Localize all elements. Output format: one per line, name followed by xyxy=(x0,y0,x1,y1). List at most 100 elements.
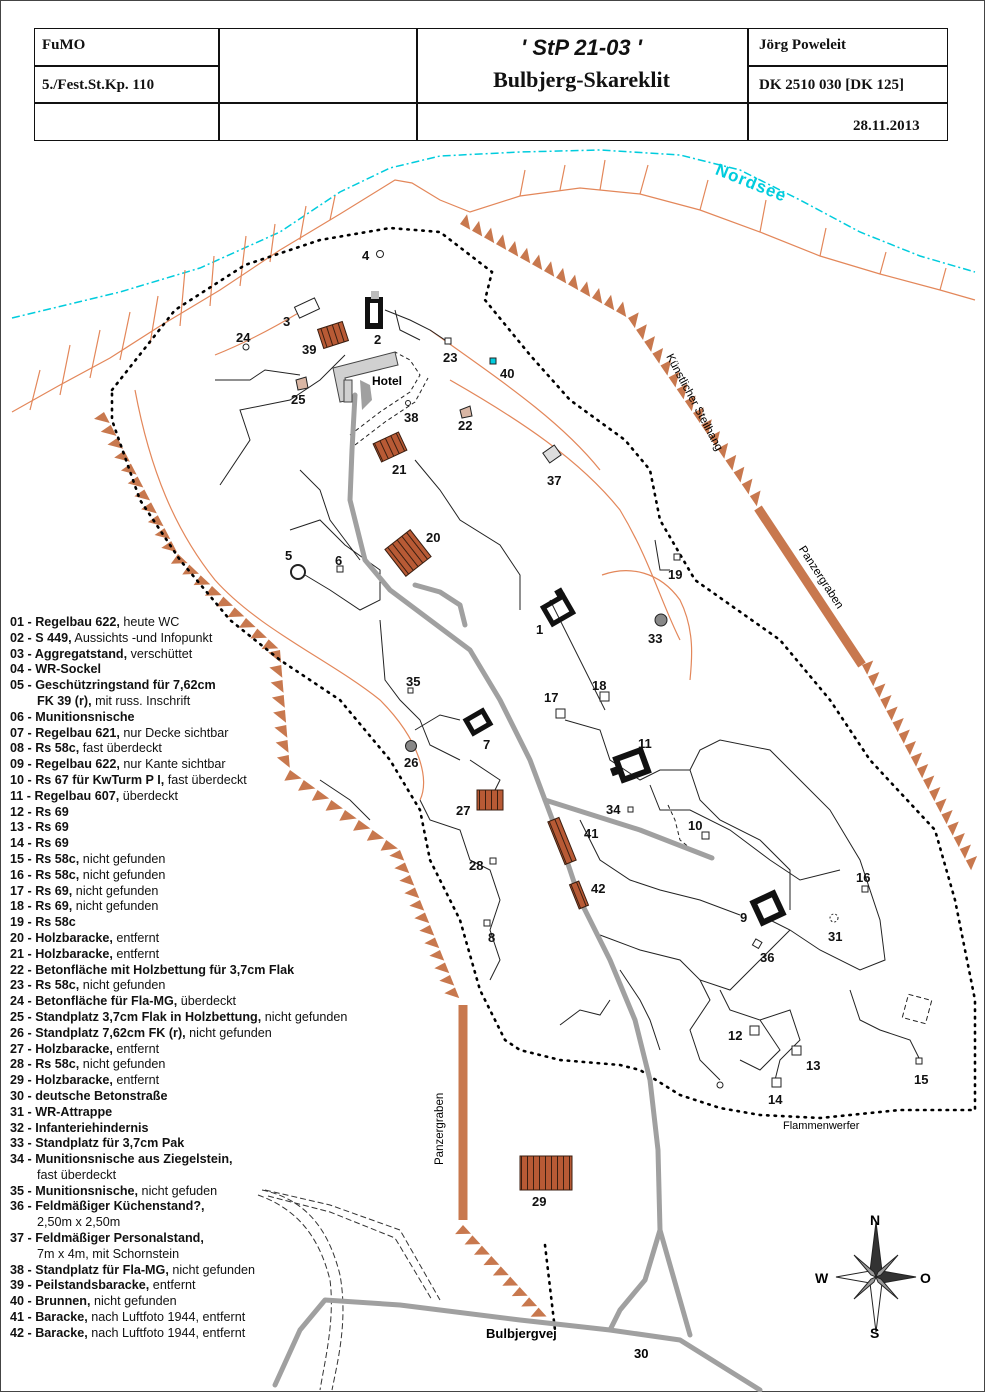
legend-row: 12 - Rs 69 xyxy=(10,804,69,819)
bunker-2 xyxy=(365,291,383,329)
legend-row: 16 - Rs 58c, nicht gefunden xyxy=(10,867,166,882)
west-trench xyxy=(94,412,547,1317)
compass-rose xyxy=(835,1221,917,1333)
trench-tooth xyxy=(520,247,531,264)
title-block: FuMO 5./Fest.St.Kp. 110 ' StP 21-03 ' Bu… xyxy=(34,28,948,141)
trench-tooth xyxy=(238,618,256,628)
legend-row: 04 - WR-Sockel xyxy=(10,662,101,677)
sea-line xyxy=(11,149,976,319)
trench-tooth xyxy=(250,628,267,639)
trench-tooth xyxy=(652,348,664,364)
trench-tooth xyxy=(592,288,603,304)
trench-tooth xyxy=(274,725,288,738)
paths xyxy=(215,309,921,1081)
trench-tooth xyxy=(120,463,137,475)
trench-tooth xyxy=(455,1225,472,1235)
trench-tooth xyxy=(483,1256,500,1266)
barrack-21 xyxy=(372,431,408,463)
legend-row: 19 - Rs 58c xyxy=(10,915,76,930)
legend-row: 33 - Standplatz für 3,7cm Pak xyxy=(10,1136,185,1151)
legend-row: 24 - Betonfläche für Fla-MG, überdeckt xyxy=(10,994,237,1009)
rs69-12 xyxy=(749,1025,760,1036)
trench-tooth xyxy=(709,431,720,447)
geschuetzring-5 xyxy=(290,564,306,580)
legend-row: 11 - Regelbau 607, überdeckt xyxy=(10,788,179,803)
trench-tooth xyxy=(275,740,289,753)
legend-row: 28 - Rs 58c, nicht gefunden xyxy=(10,1057,166,1072)
aggregatstand-3 xyxy=(293,297,321,319)
trench-tooth xyxy=(511,1287,528,1297)
rs58c-8 xyxy=(483,919,491,927)
trench-tooth xyxy=(496,234,507,250)
legend-row: 36 - Feldmäßiger Küchenstand?,2,50m x 2,… xyxy=(10,1199,205,1230)
trench-tooth xyxy=(492,1266,509,1276)
trench-tooth xyxy=(701,419,712,435)
trench-tooth xyxy=(874,683,886,698)
trench-tooth xyxy=(660,359,672,376)
legend-row: 07 - Regelbau 621, nur Decke sichtbar xyxy=(10,725,229,740)
trench-tooth xyxy=(270,680,284,693)
trench-tooth xyxy=(929,787,941,802)
trench-tooth xyxy=(141,502,157,514)
trench-tooth xyxy=(399,875,415,886)
trench-tooth xyxy=(898,729,910,744)
trench-tooth xyxy=(271,695,285,708)
trench-tooth xyxy=(886,706,898,721)
legend-row: 21 - Holzbaracke, entfernt xyxy=(10,946,160,961)
legend-row: 30 - deutsche Betonstraße xyxy=(10,1088,168,1103)
legend-row: 20 - Holzbaracke, entfernt xyxy=(10,930,160,945)
barracks xyxy=(316,320,590,1191)
trench-tooth xyxy=(107,437,124,449)
trench-tooth xyxy=(668,371,680,388)
trench-tooth xyxy=(568,274,579,291)
trench-tooth xyxy=(353,820,371,831)
trench-tooth xyxy=(409,900,425,911)
trench-tooth xyxy=(389,850,405,861)
barrack-39 xyxy=(316,320,350,350)
rs58c-15 xyxy=(915,1057,923,1065)
trench-tooth xyxy=(429,950,445,961)
header-left-bottom: 5./Fest.St.Kp. 110 xyxy=(42,77,155,93)
trench-tooth xyxy=(917,764,929,779)
small-structures xyxy=(242,250,933,1089)
trench-tooth xyxy=(684,395,696,412)
legend-row: 17 - Rs 69, nicht gefunden xyxy=(10,883,159,898)
steilhang-trench xyxy=(460,214,978,871)
legend-row: 26 - Standplatz 7,62cm FK (r), nicht gef… xyxy=(10,1025,272,1040)
legend-row: 08 - Rs 58c, fast überdeckt xyxy=(10,741,162,756)
dotted-perimeter xyxy=(110,226,977,1120)
rs69-17 xyxy=(555,708,566,719)
trench-tooth xyxy=(261,639,279,650)
trench-tooth xyxy=(741,478,753,495)
trench-tooth xyxy=(556,267,567,284)
legend-row: 01 - Regelbau 622, heute WC xyxy=(10,615,180,629)
trench-tooth xyxy=(636,324,647,340)
legend-row: 41 - Baracke, nach Luftfoto 1944, entfer… xyxy=(10,1310,246,1325)
barrack-41 xyxy=(547,816,577,866)
trench-tooth xyxy=(959,844,971,859)
legend-row: 15 - Rs 58c, nicht gefunden xyxy=(10,851,166,866)
rs58c-23 xyxy=(444,337,452,345)
legend-row: 42 - Baracke, nach Luftfoto 1944, entfer… xyxy=(10,1325,246,1340)
trench-tooth xyxy=(892,718,904,733)
reference-code: DK 2510 030 [DK 125] xyxy=(759,77,904,93)
trench-tooth xyxy=(953,833,965,848)
rs69-18 xyxy=(599,691,610,702)
trench-tooth xyxy=(100,424,117,436)
trench-tooth xyxy=(147,515,164,527)
trench-tooth xyxy=(862,660,874,675)
trench-tooth xyxy=(161,541,177,553)
trench-tooth xyxy=(604,294,615,311)
nische-35 xyxy=(407,687,414,694)
trench-tooth xyxy=(460,214,471,230)
rs69-14 xyxy=(771,1077,782,1088)
trench-tooth xyxy=(717,443,729,459)
barrack-42 xyxy=(568,880,590,910)
trench-tooth xyxy=(880,695,892,710)
trench-tooth xyxy=(644,336,655,352)
trench-tooth xyxy=(269,665,283,678)
legend-row: 18 - Rs 69, nicht gefunden xyxy=(10,899,159,914)
